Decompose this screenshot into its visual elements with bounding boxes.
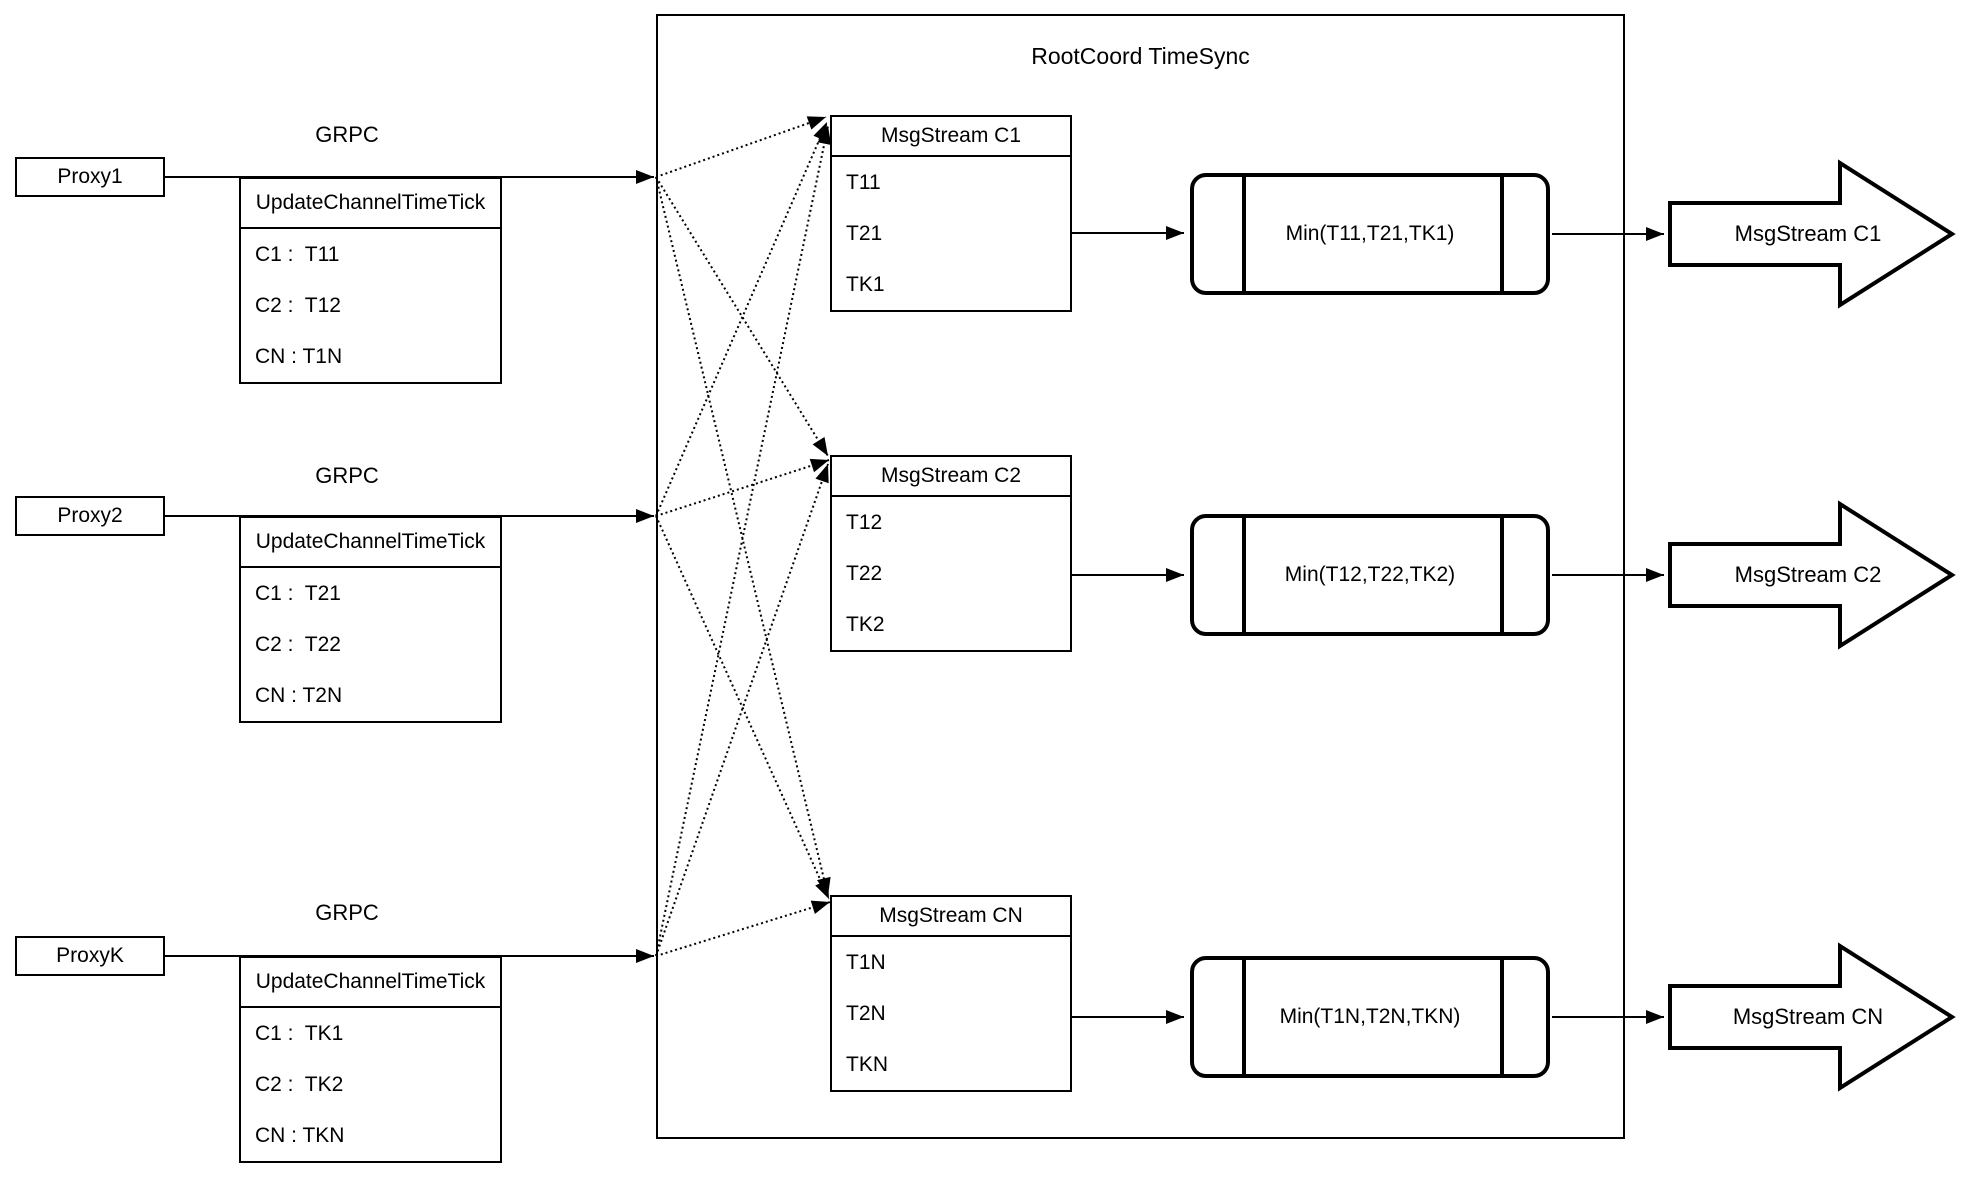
msgstream-c2-tick-1: T12 [846, 510, 883, 534]
msgstream-c1-title: MsgStream C1 [832, 117, 1070, 157]
min-box-cn: Min(T1N,T2N,TKN) [1190, 956, 1550, 1078]
proxy2-row-c1: C1 : T21 [255, 581, 341, 605]
min-box-c2-left-bar [1242, 518, 1246, 632]
proxyk-row-cn: CN : TKN [255, 1123, 345, 1147]
msgstream-c2-tick-2: T22 [846, 561, 883, 585]
proxy1-box: Proxy1 [15, 157, 165, 197]
proxy2-timetick-title: UpdateChannelTimeTick [241, 518, 500, 568]
msgstream-c1-tick-3: TK1 [846, 272, 885, 296]
proxyk-timetick-table: UpdateChannelTimeTick C1 : TK1 C2 : TK2 … [239, 956, 502, 1163]
min-label-cn: Min(T1N,T2N,TKN) [1279, 1005, 1461, 1028]
proxy1-row-c1: C1 : T11 [255, 242, 340, 266]
proxy1-timetick-table: UpdateChannelTimeTick C1 : T11 C2 : T12 … [239, 177, 502, 384]
min-label-c2: Min(T12,T22,TK2) [1284, 563, 1456, 586]
msgstream-c1-table: MsgStream C1 T11 T21 TK1 [830, 115, 1072, 312]
msgstream-cn-tick-2: T2N [846, 1001, 886, 1025]
proxy1-timetick-title: UpdateChannelTimeTick [241, 179, 500, 229]
output-label-c1: MsgStream C1 [1734, 221, 1882, 246]
msgstream-cn-title: MsgStream CN [832, 897, 1070, 937]
proxy2-timetick-table: UpdateChannelTimeTick C1 : T21 C2 : T22 … [239, 516, 502, 723]
msgstream-cn-tick-1: T1N [846, 950, 886, 974]
proxyk-row-c2: C2 : TK2 [255, 1072, 344, 1096]
msgstream-cn-table: MsgStream CN T1N T2N TKN [830, 895, 1072, 1092]
proxyk-label: ProxyK [56, 944, 124, 967]
proxy2-row-c2: C2 : T22 [255, 632, 341, 656]
proxy1-label: Proxy1 [57, 165, 123, 188]
min-box-cn-right-bar [1500, 960, 1504, 1074]
min-box-c2: Min(T12,T22,TK2) [1190, 514, 1550, 636]
msgstream-c1-tick-1: T11 [846, 170, 881, 194]
grpc-label-1: GRPC [315, 122, 379, 147]
proxy1-row-c2: C2 : T12 [255, 293, 341, 317]
grpc-label-3: GRPC [315, 900, 379, 925]
min-box-c2-right-bar [1500, 518, 1504, 632]
msgstream-c2-table: MsgStream C2 T12 T22 TK2 [830, 455, 1072, 652]
min-box-c1: Min(T11,T21,TK1) [1190, 173, 1550, 295]
proxy2-box: Proxy2 [15, 496, 165, 536]
proxy2-row-cn: CN : T2N [255, 683, 343, 707]
min-box-cn-left-bar [1242, 960, 1246, 1074]
proxy2-label: Proxy2 [57, 504, 123, 527]
msgstream-c2-tick-3: TK2 [846, 612, 885, 636]
msgstream-cn-tick-3: TKN [846, 1052, 888, 1076]
min-label-c1: Min(T11,T21,TK1) [1285, 222, 1455, 245]
min-box-c1-right-bar [1500, 177, 1504, 291]
output-label-c2: MsgStream C2 [1734, 562, 1882, 587]
msgstream-c2-title: MsgStream C2 [832, 457, 1070, 497]
rootcoord-title: RootCoord TimeSync [1031, 43, 1250, 69]
proxyk-row-c1: C1 : TK1 [255, 1021, 344, 1045]
proxyk-box: ProxyK [15, 936, 165, 976]
output-label-cn: MsgStream CN [1732, 1004, 1884, 1029]
proxyk-timetick-title: UpdateChannelTimeTick [241, 958, 500, 1008]
min-box-c1-left-bar [1242, 177, 1246, 291]
grpc-label-2: GRPC [315, 463, 379, 488]
msgstream-c1-tick-2: T21 [846, 221, 883, 245]
proxy1-row-cn: CN : T1N [255, 344, 343, 368]
